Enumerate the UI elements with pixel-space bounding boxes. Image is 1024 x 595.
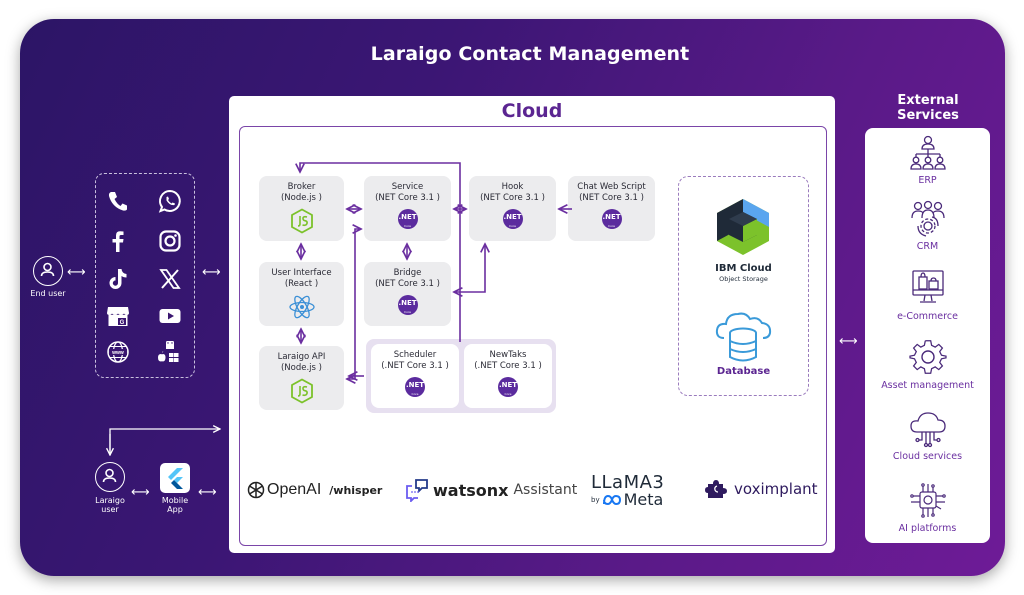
service-tech: (NET Core 3.1 ) — [480, 193, 545, 203]
react-icon — [288, 295, 315, 319]
service-name: User Interface — [271, 268, 332, 278]
service-name: Hook — [501, 182, 524, 192]
openai-icon — [247, 481, 265, 499]
database-label: Database — [716, 366, 771, 377]
database-cloud-icon — [715, 312, 772, 362]
service-name: Service — [391, 182, 424, 192]
watsonx-icon — [406, 479, 428, 502]
laraigo-user-avatar — [95, 462, 125, 492]
service-broker[interactable]: Broker (Node.js ) — [259, 176, 344, 241]
user-icon — [40, 262, 55, 277]
service-name: Scheduler — [393, 350, 437, 360]
ibm-cloud-storage-icon — [717, 199, 769, 255]
end-user-avatar — [33, 256, 63, 286]
partner-voximplant: voximplant — [704, 477, 818, 501]
whatsapp-icon[interactable] — [157, 188, 183, 214]
service-name: Broker — [287, 182, 316, 192]
ibm-cloud-title: IBM Cloud — [715, 263, 772, 274]
service-tech: (Node.js ) — [280, 193, 322, 203]
mobile-cloud-arrow: ⟷ — [198, 485, 217, 500]
service-tech: (Node.js ) — [280, 363, 322, 373]
cloud-external-arrow: ⟷ — [839, 334, 858, 349]
external-item-asset-management[interactable]: Asset management — [865, 339, 990, 391]
service-tech: (.NET Core 3.1 ) — [381, 361, 449, 371]
flutter-icon — [168, 468, 183, 489]
org-chart-icon — [909, 135, 946, 170]
android-apple-windows-icon[interactable] — [155, 338, 181, 364]
service-tech: (.NET Core 3.1 ) — [474, 361, 542, 371]
service-tech: (NET Core 3.1 ) — [579, 193, 644, 203]
svg-text:www: www — [111, 350, 124, 356]
x-icon[interactable] — [157, 266, 183, 292]
channels-group — [95, 173, 195, 378]
external-item-crm[interactable]: CRM — [865, 200, 990, 252]
external-item-ecommerce[interactable]: e-Commerce — [865, 268, 990, 322]
user-icon — [102, 468, 117, 483]
instagram-icon[interactable] — [157, 228, 183, 254]
ai-chip-icon — [909, 483, 946, 518]
external-item-erp[interactable]: ERP — [865, 134, 990, 186]
cloud-title: Cloud — [501, 100, 563, 122]
nodejs-icon — [290, 378, 313, 404]
service-tech: (NET Core 3.1 ) — [375, 279, 440, 289]
page-title: Laraigo Contact Management — [370, 43, 690, 65]
partner-watsonx: watsonx Assistant — [404, 478, 577, 502]
external-item-ai-platforms[interactable]: AI platforms — [865, 482, 990, 534]
team-gear-icon — [910, 200, 945, 237]
phone-icon[interactable] — [105, 188, 131, 214]
mobile-app-tile[interactable] — [160, 463, 190, 493]
service-user-interface[interactable]: User Interface (React ) — [259, 262, 344, 326]
service-tech: (React ) — [284, 279, 319, 289]
facebook-icon[interactable] — [105, 228, 131, 254]
monitor-shopping-icon — [911, 270, 944, 303]
meta-icon — [602, 494, 621, 506]
cloud-network-icon — [909, 412, 946, 448]
service-tech: (NET Core 3.1 ) — [375, 193, 440, 203]
tiktok-icon[interactable] — [105, 266, 131, 292]
service-name: NewTaks — [489, 350, 527, 360]
globe-icon[interactable]: www — [105, 339, 131, 365]
youtube-icon[interactable] — [157, 303, 183, 329]
ibm-cloud-subtitle: Object Storage — [719, 275, 768, 283]
user-mobile-arrow: ⟷ — [131, 485, 150, 500]
service-name: Laraigo API — [277, 352, 326, 362]
external-services-panel — [865, 128, 990, 543]
service-laraigo-api[interactable]: Laraigo API (Node.js ) — [259, 346, 344, 410]
voximplant-icon — [705, 480, 727, 498]
gear-icon — [908, 340, 947, 374]
channels-cloud-arrow: ⟷ — [202, 265, 221, 280]
end-user-label: End user — [30, 289, 66, 298]
partner-openai: OpenAI /whisper — [246, 480, 382, 500]
service-name: Bridge — [393, 268, 422, 278]
end-user-channel-arrow: ⟷ — [67, 265, 86, 280]
storage-group — [678, 176, 809, 396]
nodejs-icon — [290, 208, 313, 234]
external-item-cloud-services[interactable]: Cloud services — [865, 410, 990, 462]
cloud-services-area — [239, 126, 827, 546]
svg-text:G: G — [120, 320, 125, 326]
google-business-icon[interactable]: G — [105, 303, 131, 329]
partner-llama3: LLaMA3 by Meta — [591, 472, 665, 509]
service-name: Chat Web Script — [577, 182, 646, 192]
